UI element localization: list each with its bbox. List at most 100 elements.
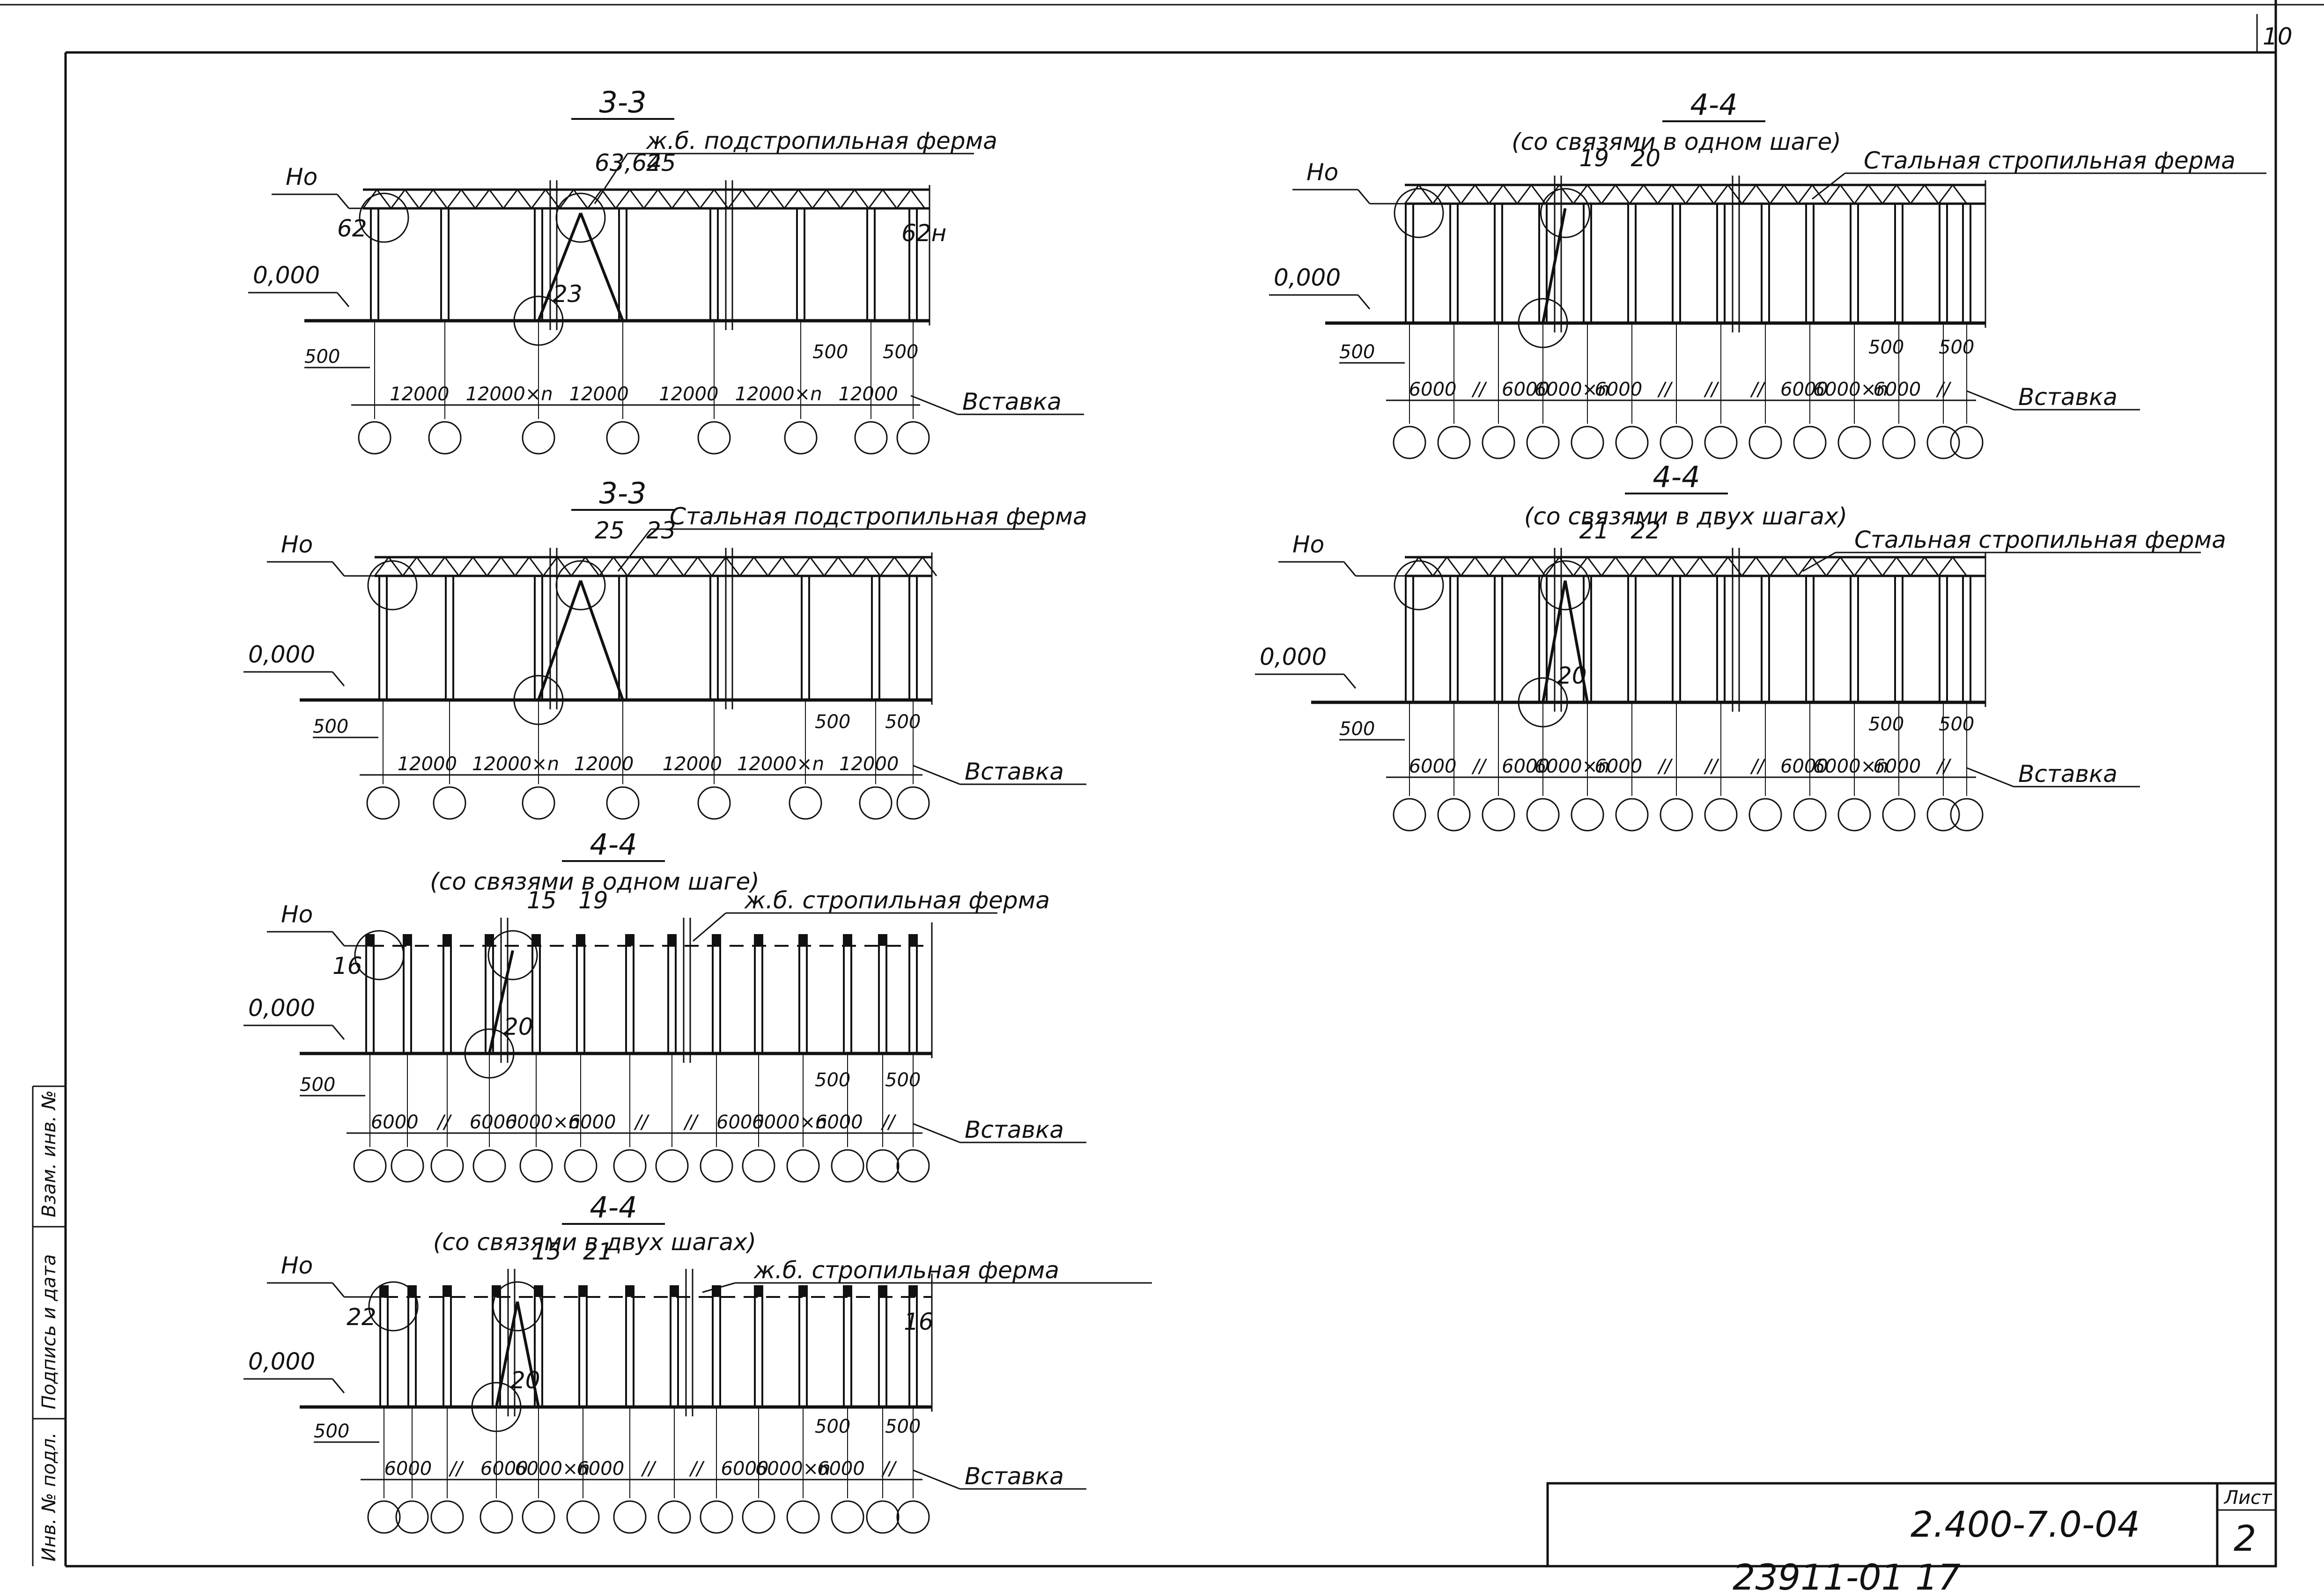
truss-web: [753, 557, 769, 576]
dim-500-right-a: 500: [1868, 714, 1904, 735]
dim-500-right-a: 500: [1868, 337, 1904, 358]
column-head: [908, 934, 918, 946]
span-dimension: 6000: [815, 1112, 863, 1133]
axis-bubble: [430, 1500, 464, 1534]
span-dimension: 12000×n: [737, 753, 824, 775]
insert-leader: [913, 765, 960, 785]
axis-bubble: [391, 1149, 424, 1183]
span-dimension: //: [634, 1112, 650, 1133]
view-v1: 3-3ж.б. подстропильная фермаHо0,00063,64…: [248, 85, 1084, 455]
span-dimension: 6000×n: [755, 1458, 831, 1480]
axis-bubble: [1393, 798, 1426, 832]
truss-web: [1488, 557, 1504, 576]
span-dimension: //: [1750, 756, 1766, 777]
truss-web: [755, 189, 771, 209]
span-dimension: 6000: [1780, 756, 1828, 777]
axis-bubble: [1749, 798, 1782, 832]
level-zero-label: 0,000: [248, 641, 315, 668]
truss-web: [1685, 184, 1701, 204]
truss-web: [1446, 557, 1462, 576]
axis-bubble: [1926, 426, 1960, 459]
span-dimension: 6000: [721, 1458, 769, 1480]
view-title: 3-3: [599, 476, 646, 510]
callout-label: 15: [527, 887, 557, 914]
dim-500-left: 500: [1339, 718, 1375, 740]
truss-web: [809, 557, 825, 576]
span-dimension: //: [683, 1112, 699, 1133]
axis-bubble: [1571, 426, 1604, 459]
axis-bubble: [896, 421, 930, 455]
truss-web: [601, 189, 617, 209]
bracing-diagonal: [1542, 208, 1567, 324]
column-head: [443, 934, 452, 946]
truss-web: [570, 557, 586, 576]
column-head: [712, 1285, 721, 1297]
bracing-diagonal: [537, 212, 582, 322]
axis-bubble: [1660, 798, 1693, 832]
truss-web: [711, 557, 727, 576]
truss-web: [896, 189, 912, 209]
truss-web: [643, 189, 659, 209]
truss-web: [699, 189, 715, 209]
truss-web: [1601, 557, 1616, 576]
view-subtitle: (со связями в двух шагах): [433, 1229, 756, 1256]
span-dimension: //: [881, 1112, 897, 1133]
truss-web: [1952, 184, 1968, 204]
truss-web: [1530, 557, 1546, 576]
axis-bubble: [896, 1149, 930, 1183]
truss-web: [531, 189, 546, 209]
truss-web: [783, 189, 799, 209]
insert-leader: [1966, 390, 2014, 411]
level-zero-arrow: [332, 1025, 345, 1040]
span-dimension: //: [1750, 379, 1766, 400]
axis-bubble: [786, 1149, 820, 1183]
truss-web: [1910, 557, 1926, 576]
axis-bubble: [1526, 798, 1560, 832]
span-dimension: 12000: [659, 383, 718, 405]
axis-bubble: [1837, 798, 1871, 832]
column-head: [485, 934, 494, 946]
level-top-label: Hо: [286, 163, 317, 191]
level-zero-label: 0,000: [253, 262, 320, 289]
truss-web: [739, 557, 755, 576]
view-v4: 4-4 (со связями в двух шагах)ж.б. стропил…: [243, 1190, 1152, 1534]
detail-circle: [555, 560, 606, 611]
truss-web: [1685, 557, 1701, 576]
insert-leader: [913, 1469, 960, 1490]
axis-bubble: [1749, 426, 1782, 459]
bracing-diagonal: [537, 580, 582, 700]
span-dimension: 6000: [716, 1112, 764, 1133]
page-number: 10: [2263, 23, 2293, 50]
level-zero-arrow: [336, 292, 350, 307]
view-title: 4-4: [590, 1190, 637, 1224]
span-dimension: 12000×n: [472, 753, 559, 775]
truss-web: [769, 189, 785, 209]
truss-web: [528, 557, 544, 576]
span-dimension: 6000: [576, 1458, 624, 1480]
span-dimension: 6000: [1502, 379, 1549, 400]
column-head: [754, 934, 763, 946]
axis-bubble: [1704, 426, 1738, 459]
truss-label: ж.б. стропильная ферма: [753, 1257, 1059, 1284]
truss-web: [472, 557, 488, 576]
bracing-diagonal: [1542, 580, 1567, 703]
bracing-diagonal: [516, 1301, 540, 1407]
detail-circle: [555, 192, 606, 243]
column-head: [578, 1285, 588, 1297]
insert-leader: [1966, 767, 2014, 788]
truss-web: [1896, 184, 1911, 204]
truss-web: [1460, 184, 1476, 204]
truss-web: [1586, 557, 1602, 576]
span-dimension: 6000: [1873, 756, 1921, 777]
truss-web: [573, 189, 589, 209]
truss-web: [1839, 184, 1855, 204]
truss-leader: [1802, 552, 1836, 572]
span-dimension: 6000×n: [515, 1458, 590, 1480]
column-head: [908, 1285, 918, 1297]
dim-500-left: 500: [1339, 341, 1375, 363]
axis-bubble: [366, 786, 400, 820]
truss-leader: [693, 912, 726, 942]
truss-web: [559, 189, 575, 209]
axis-bubble: [367, 1500, 401, 1534]
